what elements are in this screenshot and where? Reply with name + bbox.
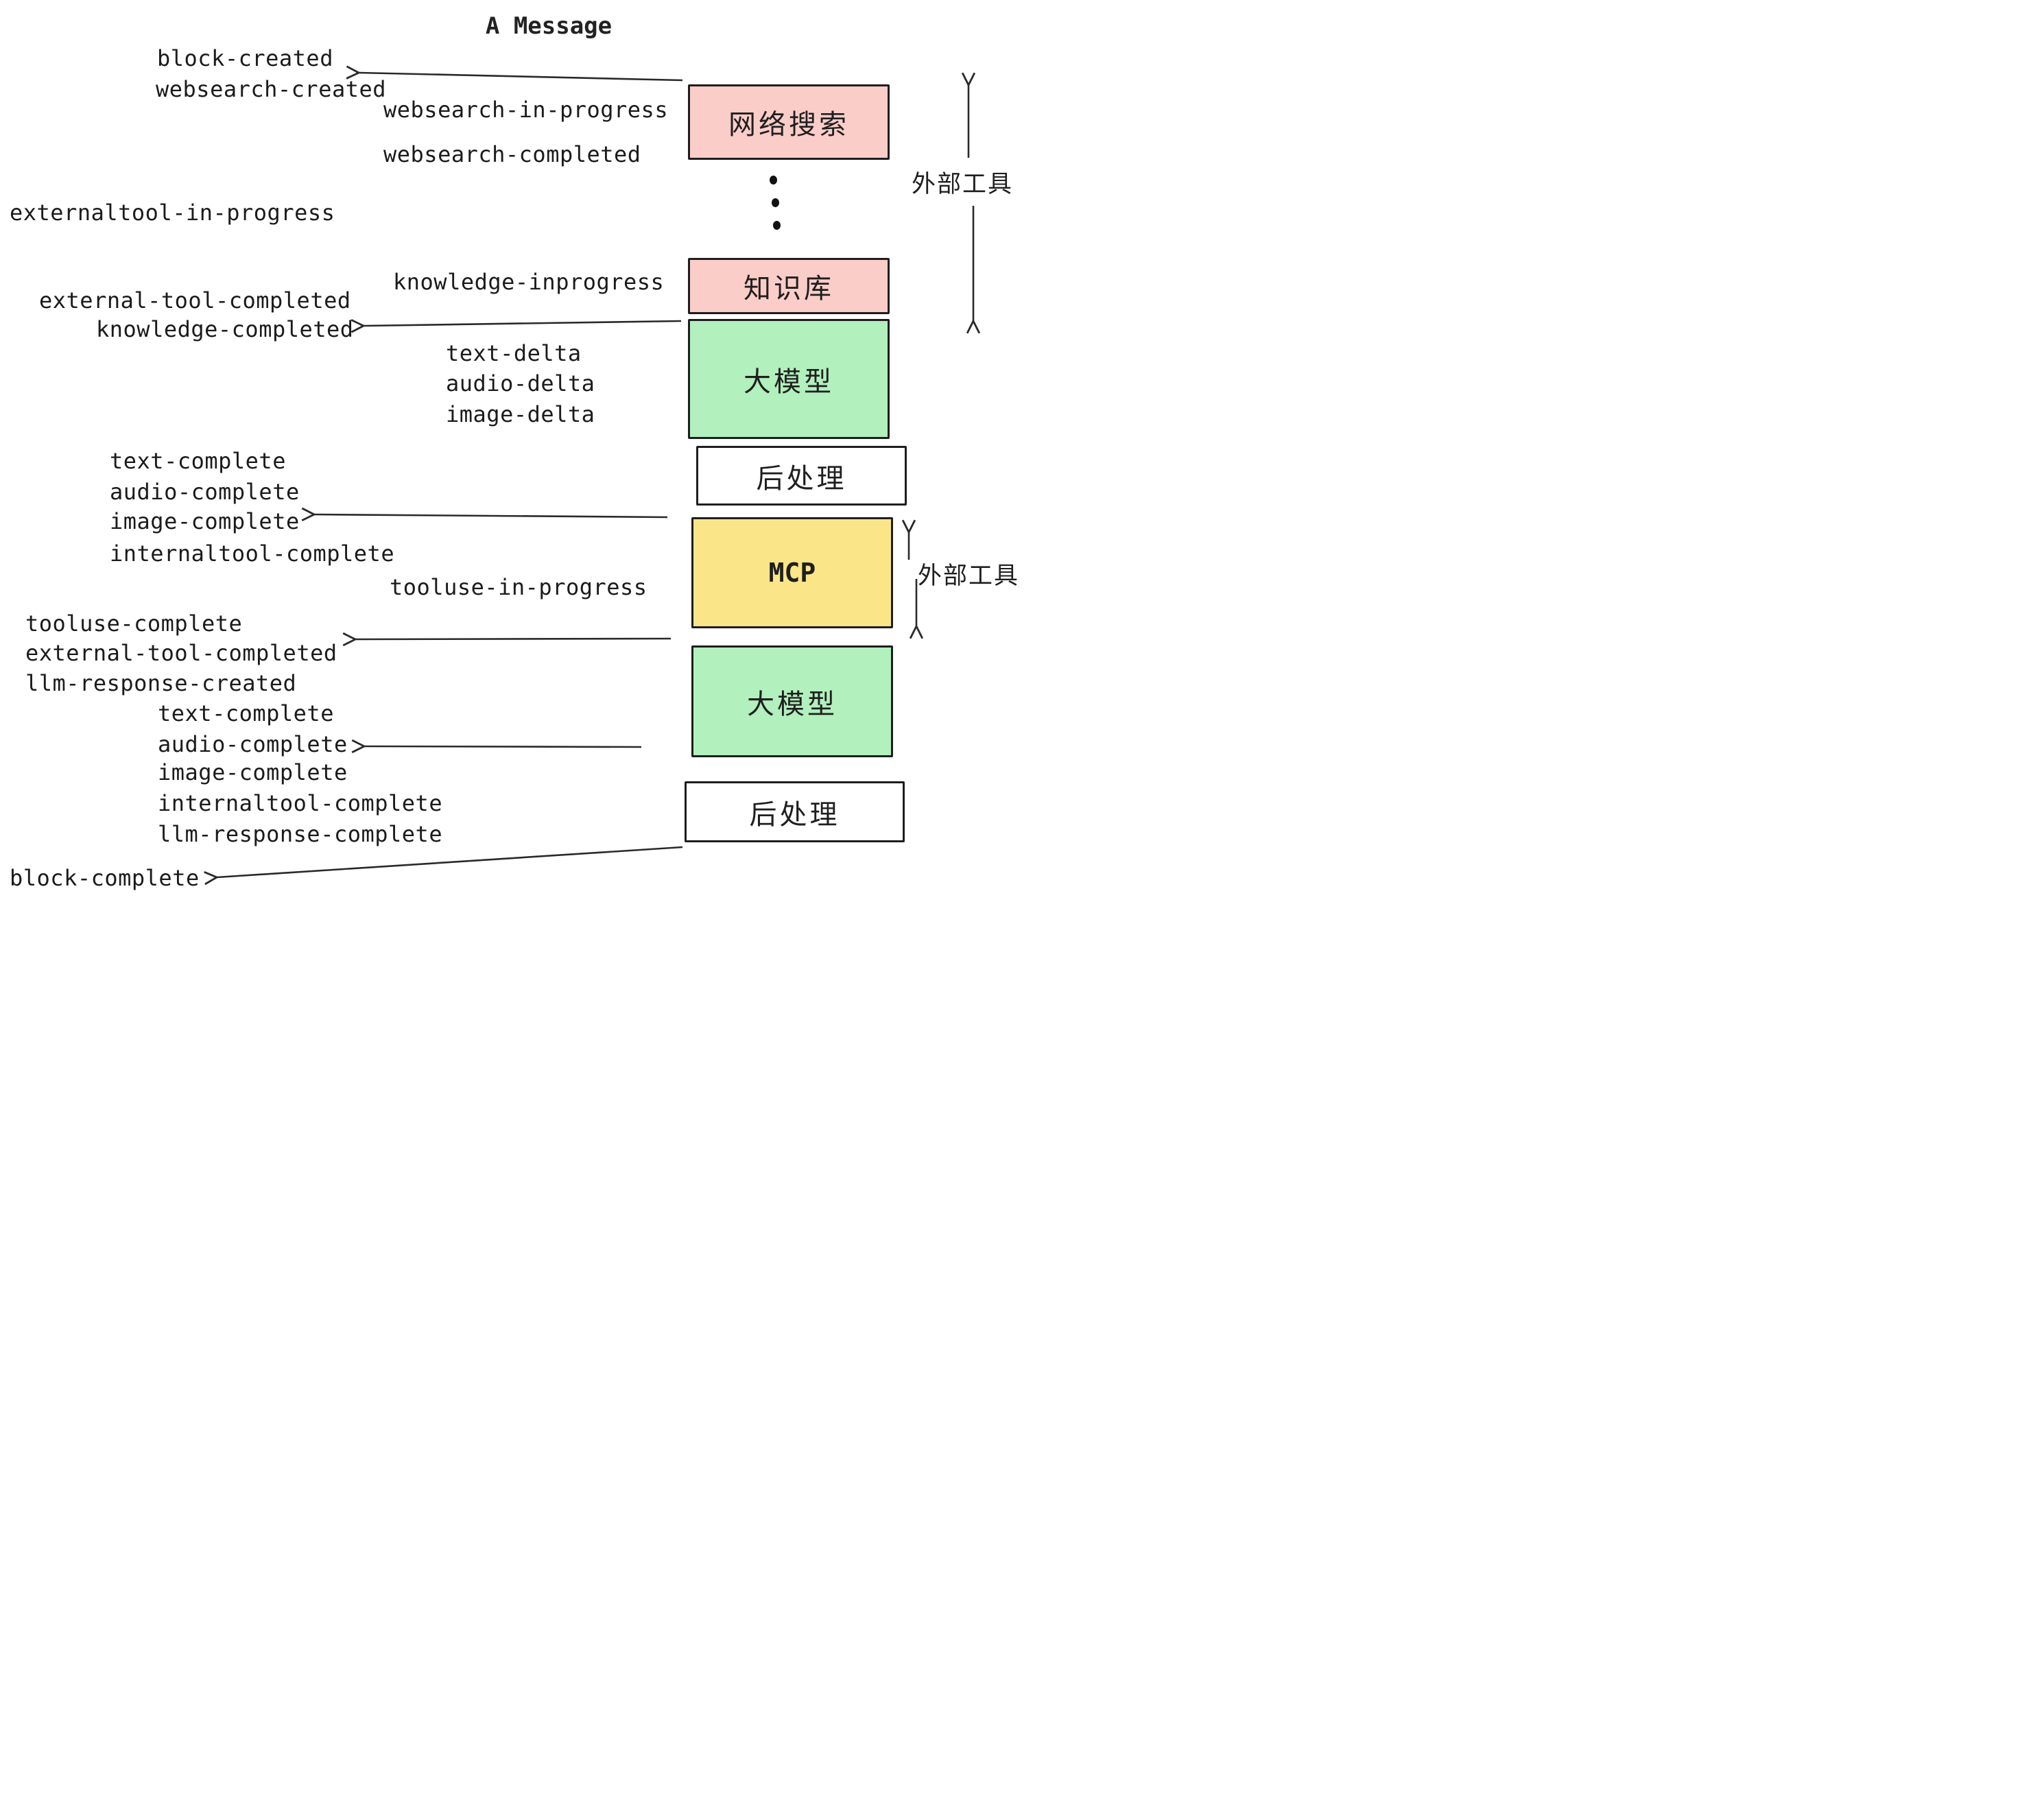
arrow-internal-complete-2 bbox=[351, 739, 642, 754]
sequence-diagram: A Message block-created websearch-create… bbox=[0, 0, 1022, 902]
box-web-search: 网络搜索 bbox=[688, 84, 890, 160]
event-knowledge-inprogress: knowledge-inprogress bbox=[393, 269, 665, 295]
event-websearch-created: websearch-created bbox=[156, 76, 387, 102]
event-tooluse-in-progress: tooluse-in-progress bbox=[390, 574, 647, 600]
event-external-tool-completed-1: external-tool-completed bbox=[39, 287, 351, 313]
arrow-internal-complete-1 bbox=[301, 507, 668, 521]
event-websearch-in-progress: websearch-in-progress bbox=[383, 97, 669, 123]
diagram-title: A Message bbox=[485, 12, 613, 40]
box-llm-1-label: 大模型 bbox=[744, 366, 834, 397]
box-knowledge-base: 知识库 bbox=[688, 258, 890, 314]
event-llm-response-created: llm-response-created bbox=[25, 670, 297, 696]
event-internaltool-complete-2: internaltool-complete bbox=[158, 790, 443, 816]
arrow-block-created bbox=[346, 65, 683, 82]
event-audio-delta-1: audio-delta bbox=[446, 370, 595, 396]
event-text-complete-1: text-complete bbox=[110, 448, 286, 474]
event-image-complete-1: image-complete bbox=[110, 508, 300, 534]
box-post-processing-1-label: 后处理 bbox=[756, 463, 847, 494]
event-audio-complete-2: audio-complete bbox=[158, 731, 348, 757]
arrow-knowledge-completed bbox=[350, 319, 682, 333]
box-web-search-label: 网络搜索 bbox=[728, 110, 849, 140]
event-external-tool-completed-2: external-tool-completed bbox=[25, 640, 337, 666]
event-text-delta-1: text-delta bbox=[446, 340, 582, 366]
box-llm-1: 大模型 bbox=[688, 319, 890, 439]
box-post-processing-1: 后处理 bbox=[696, 446, 907, 506]
event-websearch-completed: websearch-completed bbox=[383, 141, 641, 167]
event-internaltool-complete-1: internaltool-complete bbox=[110, 541, 395, 567]
event-knowledge-completed: knowledge-completed bbox=[96, 316, 354, 342]
event-audio-complete-1: audio-complete bbox=[110, 479, 300, 505]
event-tooluse-complete: tooluse-complete bbox=[25, 610, 243, 637]
box-post-processing-2-label: 后处理 bbox=[749, 799, 840, 830]
event-externaltool-in-progress: externaltool-in-progress bbox=[10, 200, 335, 226]
event-block-complete: block-complete bbox=[10, 865, 200, 891]
vertical-ellipsis-icon bbox=[772, 198, 779, 207]
box-knowledge-base-label: 知识库 bbox=[744, 274, 834, 304]
box-post-processing-2: 后处理 bbox=[685, 781, 905, 842]
box-mcp: MCP bbox=[691, 517, 893, 628]
event-llm-response-complete: llm-response-complete bbox=[158, 821, 443, 847]
vertical-ellipsis-icon bbox=[770, 176, 777, 185]
vertical-ellipsis-icon bbox=[773, 221, 781, 230]
box-llm-2-label: 大模型 bbox=[747, 689, 837, 720]
annotation-external-tools-2: 外部工具 bbox=[918, 562, 1020, 589]
box-mcp-label: MCP bbox=[768, 558, 816, 588]
event-image-delta-1: image-delta bbox=[446, 401, 595, 427]
event-text-complete-2: text-complete bbox=[158, 700, 334, 726]
event-image-complete-2: image-complete bbox=[158, 759, 348, 785]
annotation-external-tools-1: 外部工具 bbox=[912, 171, 1014, 198]
arrow-block-complete bbox=[204, 846, 683, 886]
event-block-created: block-created bbox=[157, 45, 333, 71]
box-llm-2: 大模型 bbox=[691, 645, 893, 757]
